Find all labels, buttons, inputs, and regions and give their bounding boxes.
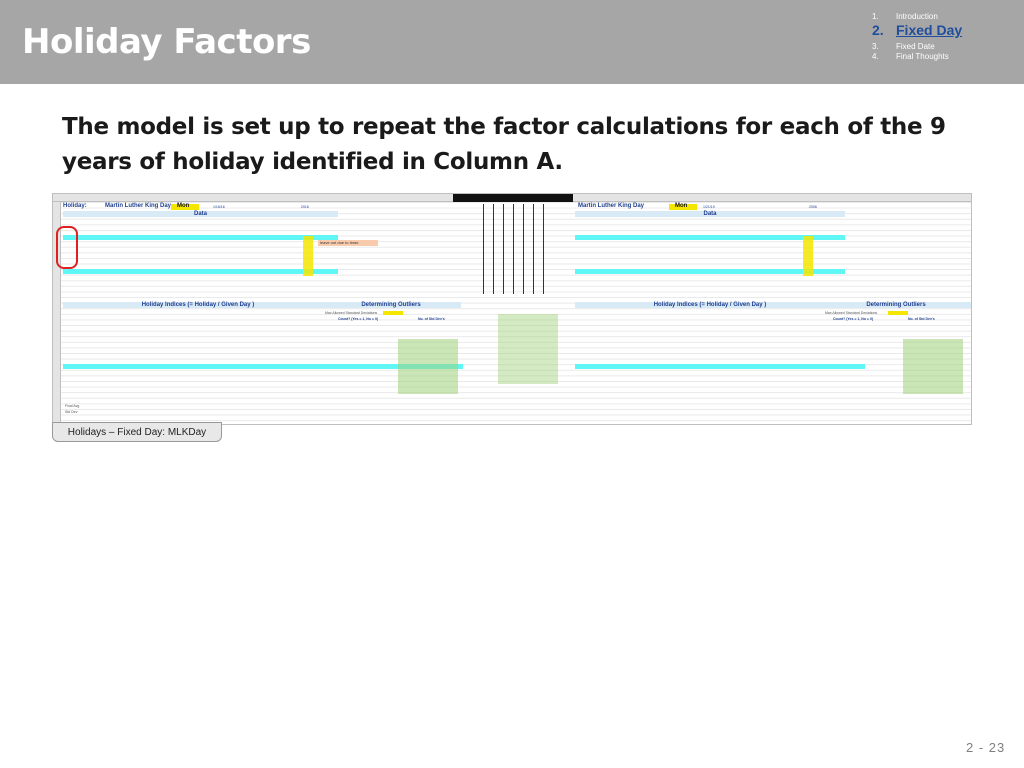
divider xyxy=(483,204,484,294)
max-allowed-label: Max Allowed Standard Deviations xyxy=(325,311,378,315)
exclusion-note: leave out due to timer. xyxy=(318,240,378,246)
include-column xyxy=(303,236,313,276)
indices-band xyxy=(63,302,333,308)
column-a-highlight xyxy=(56,226,78,269)
spreadsheet-screenshot: Holiday: Martin Luther King Day Mon 1/16… xyxy=(52,193,972,425)
final-avg-label: Final Avg xyxy=(65,404,80,408)
include-column xyxy=(803,236,813,276)
slide-heading: The model is set up to repeat the factor… xyxy=(62,114,946,175)
std-devs-label: No. of Std Dev's xyxy=(418,317,445,321)
page-number: 2 - 23 xyxy=(966,740,1006,755)
column-header-block xyxy=(453,194,573,202)
outliers-header: Determining Outliers xyxy=(361,302,421,308)
holiday-name: Martin Luther King Day xyxy=(105,203,172,209)
nav-item-label: Fixed Day xyxy=(896,22,963,38)
divider xyxy=(523,204,524,294)
highlight-row xyxy=(575,235,845,240)
nav-item-number: 3. xyxy=(872,42,879,51)
outlier-cells xyxy=(398,339,458,394)
divider xyxy=(543,204,544,294)
indices-header-right: Holiday Indices (= Holiday / Given Day ) xyxy=(653,302,767,308)
nav-item-introduction[interactable]: 1. Introduction xyxy=(872,12,1022,22)
nav-item-fixed-day[interactable]: 2. Fixed Day xyxy=(872,22,1022,42)
max-allowed-cell xyxy=(383,311,403,315)
year-value-right: 2006 xyxy=(809,205,817,209)
std-devs-label-right: No. of Std Dev's xyxy=(908,317,935,321)
slide-title: Holiday Factors xyxy=(22,22,311,62)
count-label-right: Count? (Yes = 1, No = 0) xyxy=(833,317,874,321)
slide-header: Holiday Factors 1. Introduction 2. Fixed… xyxy=(0,0,1024,84)
row-header-column xyxy=(53,202,61,424)
outlier-cells-right xyxy=(903,339,963,394)
highlight-row xyxy=(575,269,845,274)
nav-item-number: 4. xyxy=(872,52,879,61)
divider xyxy=(513,204,514,294)
nav-item-final-thoughts[interactable]: 4. Final Thoughts xyxy=(872,52,1022,62)
date-value: 1/16/16 xyxy=(213,205,225,209)
divider xyxy=(533,204,534,294)
nav-item-number: 1. xyxy=(872,12,879,21)
nav-item-number: 2. xyxy=(872,22,884,38)
highlight-row xyxy=(575,364,865,369)
data-band-right xyxy=(575,211,845,217)
day-cell-right xyxy=(669,204,697,210)
holiday-name-right: Martin Luther King Day xyxy=(578,203,645,209)
max-allowed-cell-right xyxy=(888,311,908,315)
day-cell xyxy=(171,204,199,210)
divider xyxy=(493,204,494,294)
highlight-row xyxy=(63,364,463,369)
nav-item-label: Introduction xyxy=(896,12,938,21)
count-label: Count? (Yes = 1, No = 0) xyxy=(338,317,379,321)
nav-item-label: Fixed Date xyxy=(896,42,935,51)
day-value-right: Mon xyxy=(675,203,688,209)
max-allowed-label-right: Max Allowed Standard Deviations xyxy=(825,311,878,315)
year-value: 2016 xyxy=(301,205,309,209)
data-band xyxy=(63,211,338,217)
date-value-right: 1/21/19 xyxy=(703,205,715,209)
outlier-cells xyxy=(498,314,558,384)
nav-item-label: Final Thoughts xyxy=(896,52,949,61)
highlight-row xyxy=(63,235,338,240)
nav-item-fixed-date[interactable]: 3. Fixed Date xyxy=(872,42,1022,52)
indices-header: Holiday Indices (= Holiday / Given Day ) xyxy=(141,302,255,308)
data-header-right: Data xyxy=(703,211,717,217)
indices-band-right xyxy=(575,302,845,308)
section-nav: 1. Introduction 2. Fixed Day 3. Fixed Da… xyxy=(872,12,1022,62)
data-header: Data xyxy=(193,211,207,217)
outliers-header-right: Determining Outliers xyxy=(866,302,926,308)
day-value: Mon xyxy=(177,203,190,209)
highlight-row xyxy=(63,269,338,274)
std-dev-label: Std Dev xyxy=(65,410,78,414)
holiday-label: Holiday: xyxy=(63,203,87,209)
divider xyxy=(503,204,504,294)
sheet-tab[interactable]: Holidays – Fixed Day: MLKDay xyxy=(52,422,222,442)
outliers-band-right xyxy=(821,302,971,308)
outliers-band xyxy=(321,302,461,308)
